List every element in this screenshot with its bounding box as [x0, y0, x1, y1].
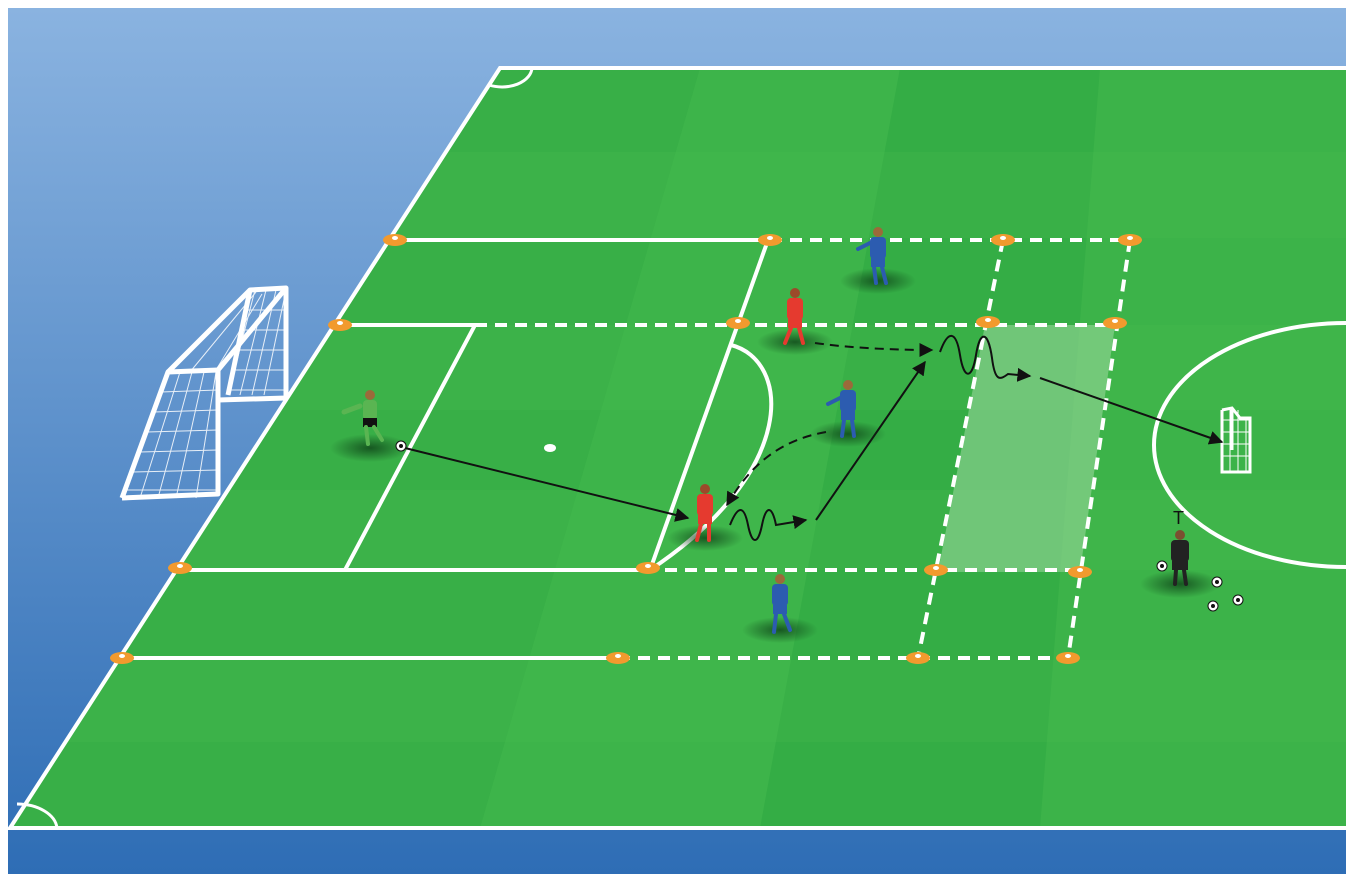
cone-icon	[906, 652, 930, 664]
cone-icon	[168, 562, 192, 574]
coach-label: T	[1173, 508, 1184, 528]
cone-icon	[636, 562, 660, 574]
cone-icon	[383, 234, 407, 246]
cone-icon	[1103, 317, 1127, 329]
cone-icon	[606, 652, 630, 664]
cone-icon	[1118, 234, 1142, 246]
ball-icon	[1157, 561, 1167, 571]
cone-icon	[110, 652, 134, 664]
cone-icon	[991, 234, 1015, 246]
cone-icon	[758, 234, 782, 246]
cone-icon	[976, 316, 1000, 328]
cone-icon	[726, 317, 750, 329]
cone-icon	[924, 564, 948, 576]
penalty-spot	[544, 444, 556, 452]
cone-icon	[1068, 566, 1092, 578]
ball-icon	[1212, 577, 1222, 587]
ball-icon	[396, 441, 406, 451]
cone-icon	[1056, 652, 1080, 664]
cone-icon	[328, 319, 352, 331]
ball-icon	[1208, 601, 1218, 611]
ball-icon	[1233, 595, 1243, 605]
